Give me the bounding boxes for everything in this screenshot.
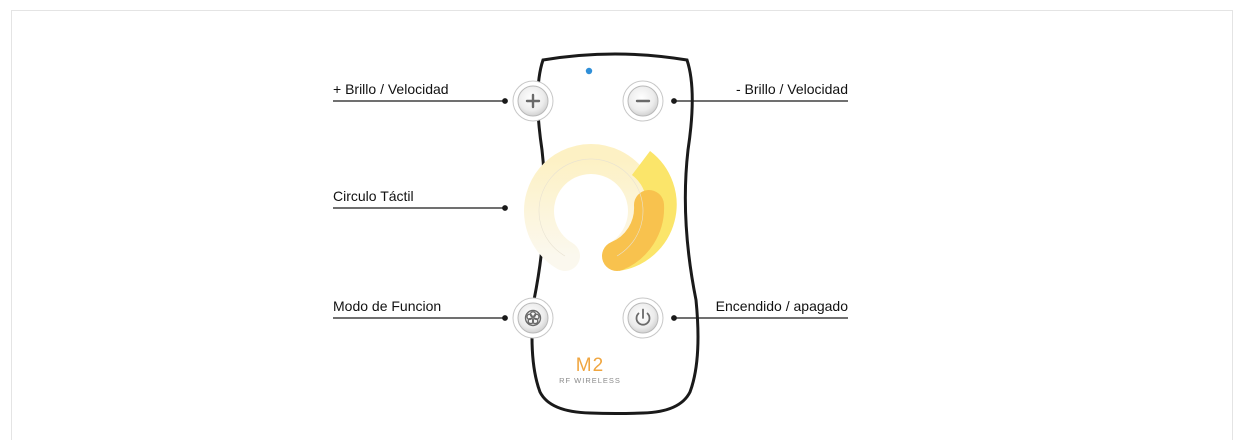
diagram-frame xyxy=(11,10,1233,440)
remote-subtitle: RF WIRELESS xyxy=(559,376,621,385)
remote-logo: M2 xyxy=(576,355,604,376)
power-button[interactable] xyxy=(622,297,664,339)
label-function-mode: Modo de Funcion xyxy=(333,298,441,314)
minus-button[interactable] xyxy=(622,80,664,122)
fan-mode-icon xyxy=(524,309,542,327)
label-brightness-down: - Brillo / Velocidad xyxy=(736,81,848,97)
label-power: Encendido / apagado xyxy=(716,298,849,314)
touch-ring[interactable] xyxy=(524,143,677,271)
plus-button[interactable] xyxy=(512,80,554,122)
plus-icon xyxy=(525,93,541,109)
status-led xyxy=(585,67,593,75)
mode-button[interactable] xyxy=(512,297,554,339)
label-touch-circle: Circulo Táctil xyxy=(333,188,414,204)
power-icon xyxy=(635,308,651,326)
label-brightness-up: + Brillo / Velocidad xyxy=(333,81,449,97)
